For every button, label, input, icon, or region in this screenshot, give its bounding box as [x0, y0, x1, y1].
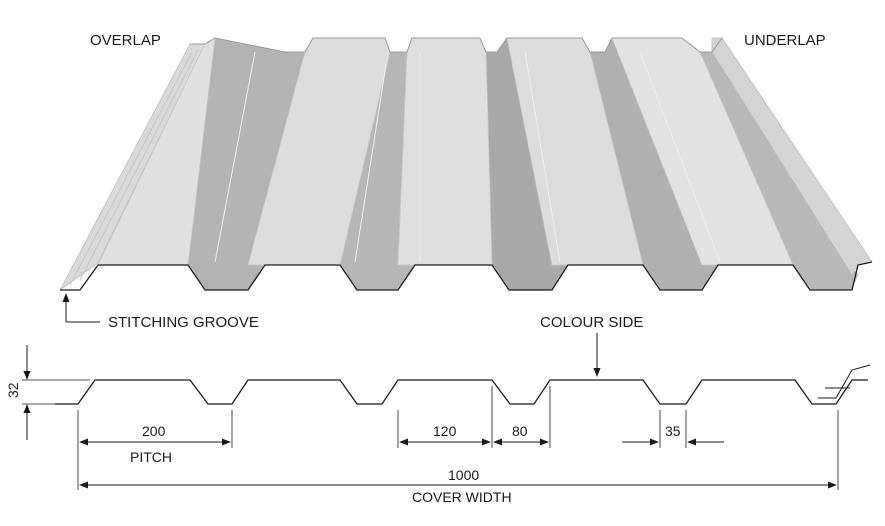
cover-width-label: COVER WIDTH — [412, 489, 512, 505]
cover-width-value: 1000 — [448, 467, 479, 483]
cover-width-dimension — [79, 410, 839, 490]
sheet-front-profile — [60, 261, 873, 291]
web-strip-4 — [590, 38, 718, 290]
colour-side-label: COLOUR SIDE — [540, 314, 643, 331]
profile-section — [55, 364, 871, 405]
stitching-groove-leader — [62, 293, 100, 323]
web-strip-2 — [340, 52, 415, 290]
underlap-label: UNDERLAP — [744, 32, 826, 49]
crest-dimension — [397, 386, 551, 448]
height-dimension — [22, 345, 90, 440]
pitch-dimension — [77, 410, 233, 490]
profile-line — [55, 379, 868, 405]
crest-face-3 — [397, 37, 493, 266]
valley-top-value: 80 — [512, 423, 528, 439]
sheet-top-edge — [190, 37, 723, 53]
profile-underlap-end — [818, 364, 871, 399]
valley-bottom-value: 35 — [665, 423, 681, 439]
height-value: 32 — [5, 382, 21, 398]
web-strip-5 — [700, 52, 858, 290]
pitch-value: 200 — [142, 423, 166, 439]
web-strip-1 — [188, 38, 305, 290]
valley-bottom-dimension — [622, 410, 724, 448]
crest-width-value: 120 — [433, 423, 457, 439]
overlap-label: OVERLAP — [90, 32, 161, 49]
sheet-3d-view — [59, 37, 873, 291]
stitching-groove-label: STITCHING GROOVE — [108, 314, 259, 331]
pitch-label: PITCH — [130, 449, 172, 465]
